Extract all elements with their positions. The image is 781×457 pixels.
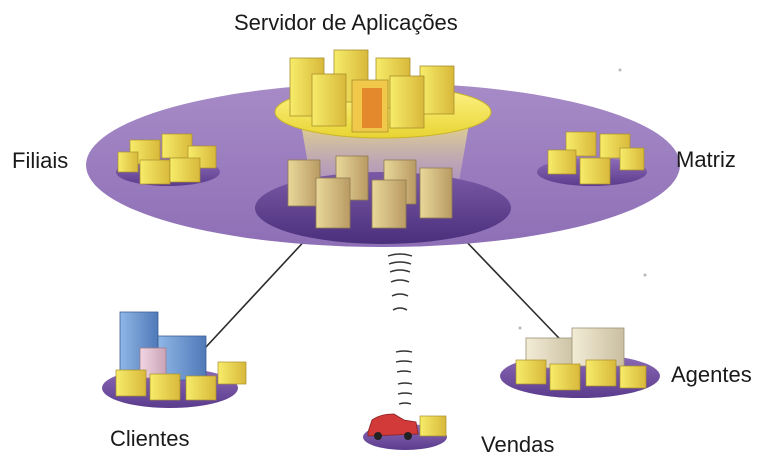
filiais-workstations bbox=[116, 133, 220, 186]
matriz-workstations bbox=[537, 131, 647, 186]
hub-server-towers bbox=[287, 155, 453, 229]
application-server-towers bbox=[289, 49, 455, 133]
vendas-cluster bbox=[363, 413, 447, 450]
label-filiais: Filiais bbox=[12, 148, 69, 173]
clientes-cluster bbox=[102, 311, 247, 408]
decor-dot bbox=[643, 273, 647, 277]
label-matriz: Matriz bbox=[676, 147, 736, 172]
wireless-signal bbox=[387, 253, 413, 405]
label-vendas: Vendas bbox=[481, 432, 555, 457]
label-agentes: Agentes bbox=[671, 362, 752, 387]
decor-dot bbox=[618, 68, 622, 72]
decor-dot bbox=[518, 326, 522, 330]
label-servidor-de-aplicacoes: Servidor de Aplicações bbox=[234, 10, 458, 35]
label-clientes: Clientes bbox=[110, 426, 190, 451]
agentes-cluster bbox=[500, 327, 660, 398]
